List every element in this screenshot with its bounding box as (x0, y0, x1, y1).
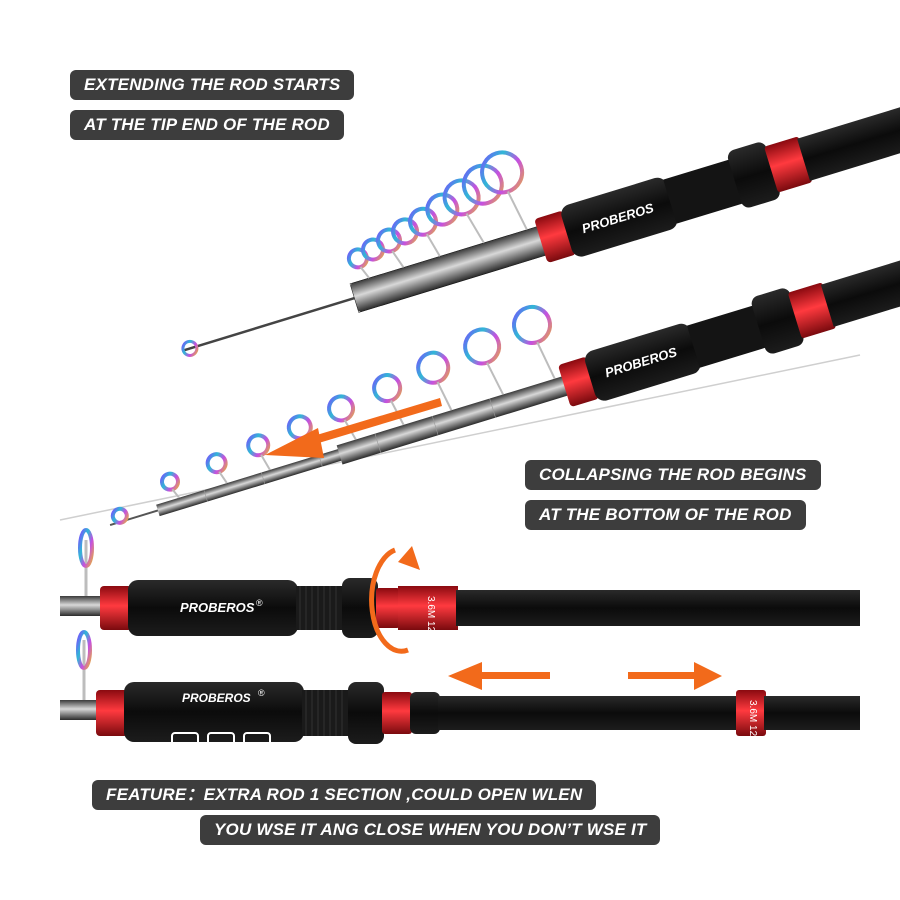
rod-extended: PROBEROS (109, 243, 900, 527)
caption-extend-line1: EXTENDING THE ROD STARTS (70, 70, 355, 100)
caption-collapse-line2: AT THE BOTTOM OF THE ROD (525, 500, 806, 530)
registered-mark: ® (258, 688, 265, 698)
rotate-arrow-icon (369, 546, 420, 654)
caption-extend-line2: AT THE TIP END OF THE ROD (70, 110, 344, 140)
rod-handle-lower: PROBEROS ® 3.6M 12' (60, 630, 860, 746)
registered-mark: ® (256, 598, 263, 608)
rod-brand-text: PROBEROS (182, 691, 251, 705)
caption-feature-line2: YOU WSE IT ANG CLOSE WHEN YOU DON’T WSE … (200, 815, 661, 845)
rod-spec-text: 3.6M 12' (747, 700, 758, 738)
extend-direction-arrow (265, 398, 442, 458)
tip-guide (181, 339, 199, 357)
rod-spec-text: 3.6M 12' (425, 596, 436, 634)
caption-feature-line1: FEATURE：EXTRA ROD 1 SECTION ,COULD OPEN … (92, 780, 597, 810)
section-divider (59, 354, 861, 521)
rod-handle-upper: PROBEROS ® 3.6M 12' (60, 528, 860, 638)
rod-collapsed: PROBEROS (181, 100, 900, 357)
caption-collapse-line1: COLLAPSING THE ROD BEGINS (525, 460, 821, 490)
slide-right-arrow (628, 662, 722, 690)
rod-brand-text: PROBEROS (180, 600, 255, 615)
slide-left-arrow (448, 662, 550, 690)
